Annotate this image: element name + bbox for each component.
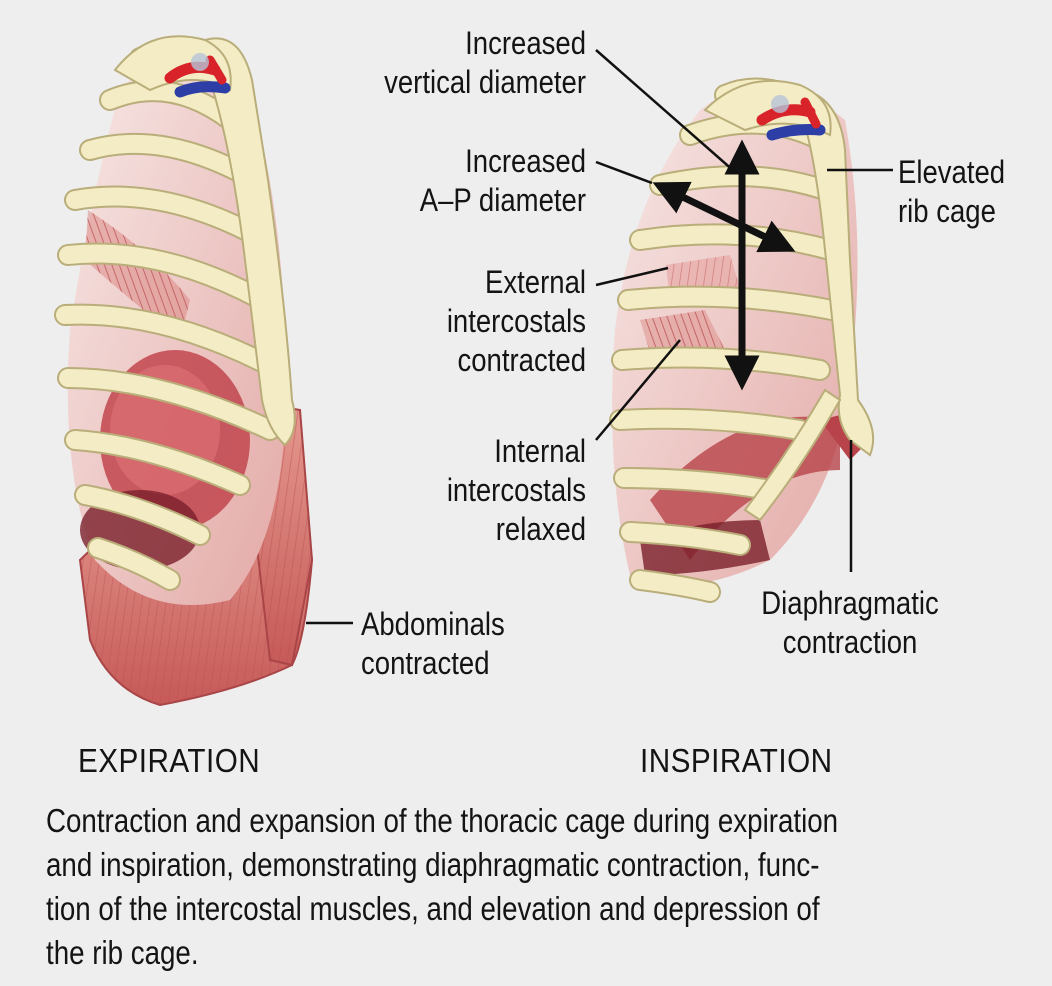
- label-abdominals-contracted: Abdominals contracted: [361, 605, 505, 683]
- label-elevated-rib-cage: Elevated rib cage: [898, 153, 1005, 231]
- label-line: Internal: [340, 432, 586, 471]
- label-internal-intercostals-relaxed: Internal intercostals relaxed: [340, 432, 586, 549]
- caption-line: and inspiration, demonstrating diaphragm…: [46, 843, 1012, 887]
- label-increased-vertical-diameter: Increased vertical diameter: [340, 24, 586, 102]
- label-line: contracted: [361, 644, 505, 683]
- label-line: External: [340, 263, 586, 302]
- label-increased-ap-diameter: Increased A–P diameter: [340, 142, 586, 220]
- caption-line: Contraction and expansion of the thoraci…: [46, 799, 1012, 843]
- title-inspiration: INSPIRATION: [640, 742, 833, 780]
- expiration-thorax: [65, 36, 312, 705]
- label-line: contraction: [730, 623, 971, 662]
- label-line: contracted: [340, 341, 586, 380]
- label-line: Elevated: [898, 153, 1005, 192]
- caption-line: tion of the intercostal muscles, and ele…: [46, 887, 1012, 931]
- caption-line: the rib cage.: [46, 931, 1012, 975]
- label-line: relaxed: [340, 510, 586, 549]
- label-line: vertical diameter: [340, 63, 586, 102]
- label-external-intercostals-contracted: External intercostals contracted: [340, 263, 586, 380]
- label-line: Diaphragmatic: [730, 584, 971, 623]
- title-expiration: EXPIRATION: [78, 742, 260, 780]
- label-line: Abdominals: [361, 605, 505, 644]
- label-line: intercostals: [340, 302, 586, 341]
- label-diaphragmatic-contraction: Diaphragmatic contraction: [730, 584, 971, 662]
- label-line: intercostals: [340, 471, 586, 510]
- label-line: Increased: [340, 142, 586, 181]
- label-line: Increased: [340, 24, 586, 63]
- label-line: A–P diameter: [340, 181, 586, 220]
- figure-caption: Contraction and expansion of the thoraci…: [46, 799, 1012, 975]
- label-line: rib cage: [898, 192, 1005, 231]
